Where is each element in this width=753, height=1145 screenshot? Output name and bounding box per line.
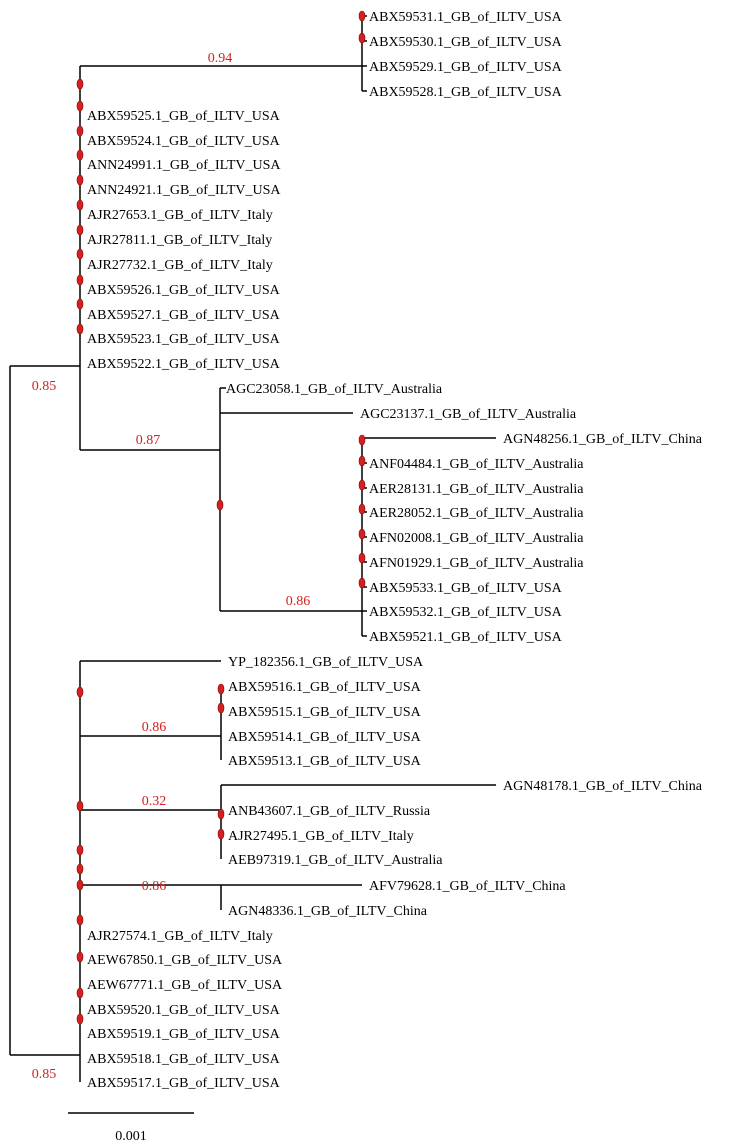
node-markers [76,10,366,1025]
node-marker [76,274,84,286]
tip-label: ABX59529.1_GB_of_ILTV_USA [369,60,563,75]
tip-label: ABX59521.1_GB_of_ILTV_USA [369,630,563,645]
support-value: 0.94 [208,51,233,66]
support-value: 0.86 [142,879,167,894]
node-marker [76,879,84,891]
tip-label: ABX59515.1_GB_of_ILTV_USA [228,705,422,720]
tip-label: AEB97319.1_GB_of_ILTV_Australia [228,853,443,868]
tip-label: ABX59518.1_GB_of_ILTV_USA [87,1052,281,1067]
tip-label: ABX59525.1_GB_of_ILTV_USA [87,109,281,124]
tip-labels: ABX59531.1_GB_of_ILTV_USA ABX59530.1_GB_o… [87,10,703,1091]
support-value: 0.86 [142,720,167,735]
support-value: 0.32 [142,794,167,809]
node-marker [76,298,84,310]
tip-label: ABX59524.1_GB_of_ILTV_USA [87,134,281,149]
tip-label: AEW67771.1_GB_of_ILTV_USA [87,978,283,993]
node-marker [76,686,84,698]
node-marker [76,951,84,963]
node-marker [358,528,366,540]
tip-label: ABX59520.1_GB_of_ILTV_USA [87,1003,281,1018]
tip-label: AJR27574.1_GB_of_ILTV_Italy [87,929,273,944]
tip-label: ABX59526.1_GB_of_ILTV_USA [87,283,281,298]
node-marker [76,914,84,926]
node-marker [76,323,84,335]
tip-label: AGC23058.1_GB_of_ILTV_Australia [226,382,443,397]
tip-label: ABX59532.1_GB_of_ILTV_USA [369,605,563,620]
tip-label: ABX59530.1_GB_of_ILTV_USA [369,35,563,50]
tip-label: ANN24921.1_GB_of_ILTV_USA [87,183,281,198]
tip-label: ABX59514.1_GB_of_ILTV_USA [228,730,422,745]
tip-label: ABX59516.1_GB_of_ILTV_USA [228,680,422,695]
node-marker [76,844,84,856]
node-marker [76,800,84,812]
node-marker [358,32,366,44]
tip-label: ABX59527.1_GB_of_ILTV_USA [87,308,281,323]
node-marker [216,499,224,511]
node-marker [76,987,84,999]
tip-label: AJR27495.1_GB_of_ILTV_Italy [228,829,414,844]
node-marker [76,149,84,161]
tip-label: ABX59528.1_GB_of_ILTV_USA [369,85,563,100]
tip-label: ABX59519.1_GB_of_ILTV_USA [87,1027,281,1042]
scale-bar: 0.001 [68,1112,194,1144]
node-marker [76,863,84,875]
node-marker [358,10,366,22]
node-marker [76,174,84,186]
tip-label: YP_182356.1_GB_of_ILTV_USA [228,655,424,670]
support-value: 0.86 [286,594,311,609]
tip-label: ANB43607.1_GB_of_ILTV_Russia [228,804,431,819]
node-marker [358,479,366,491]
scale-bar-label: 0.001 [115,1129,147,1144]
tip-label: ABX59531.1_GB_of_ILTV_USA [369,10,563,25]
node-marker [217,808,225,820]
tree-branches [9,15,496,1082]
tip-label: ABX59533.1_GB_of_ILTV_USA [369,581,563,596]
tip-label: ABX59522.1_GB_of_ILTV_USA [87,357,281,372]
node-marker [76,224,84,236]
support-value: 0.87 [136,433,161,448]
tip-label: AGC23137.1_GB_of_ILTV_Australia [360,407,577,422]
tip-label: AJR27811.1_GB_of_ILTV_Italy [87,233,272,248]
tip-label: AEW67850.1_GB_of_ILTV_USA [87,953,283,968]
node-marker [76,78,84,90]
node-marker [76,125,84,137]
tip-label: AGN48178.1_GB_of_ILTV_China [503,779,703,794]
support-value: 0.85 [32,379,57,394]
node-marker [358,455,366,467]
tip-label: ABX59523.1_GB_of_ILTV_USA [87,332,281,347]
support-values: 0.94 0.85 0.87 0.86 0.86 0.32 0.86 0.85 [32,51,311,1082]
tip-label: AFN01929.1_GB_of_ILTV_Australia [369,556,584,571]
tip-label: AGN48256.1_GB_of_ILTV_China [503,432,703,447]
node-marker [358,552,366,564]
support-value: 0.85 [32,1067,57,1082]
node-marker [76,199,84,211]
tip-label: AFV79628.1_GB_of_ILTV_China [369,879,566,894]
node-marker [76,248,84,260]
node-marker [358,434,366,446]
node-marker [358,503,366,515]
node-marker [358,577,366,589]
tip-label: ANN24991.1_GB_of_ILTV_USA [87,158,281,173]
tip-label: ABX59513.1_GB_of_ILTV_USA [228,754,422,769]
tip-label: AER28131.1_GB_of_ILTV_Australia [369,482,584,497]
node-marker [76,100,84,112]
node-marker [217,683,225,695]
tip-label: AJR27732.1_GB_of_ILTV_Italy [87,258,273,273]
tip-label: ABX59517.1_GB_of_ILTV_USA [87,1076,281,1091]
tip-label: AFN02008.1_GB_of_ILTV_Australia [369,531,584,546]
node-marker [217,702,225,714]
node-marker [217,828,225,840]
tip-label: AER28052.1_GB_of_ILTV_Australia [369,506,584,521]
tip-label: ANF04484.1_GB_of_ILTV_Australia [369,457,584,472]
tip-label: AJR27653.1_GB_of_ILTV_Italy [87,208,273,223]
node-marker [76,1013,84,1025]
tip-label: AGN48336.1_GB_of_ILTV_China [228,904,428,919]
